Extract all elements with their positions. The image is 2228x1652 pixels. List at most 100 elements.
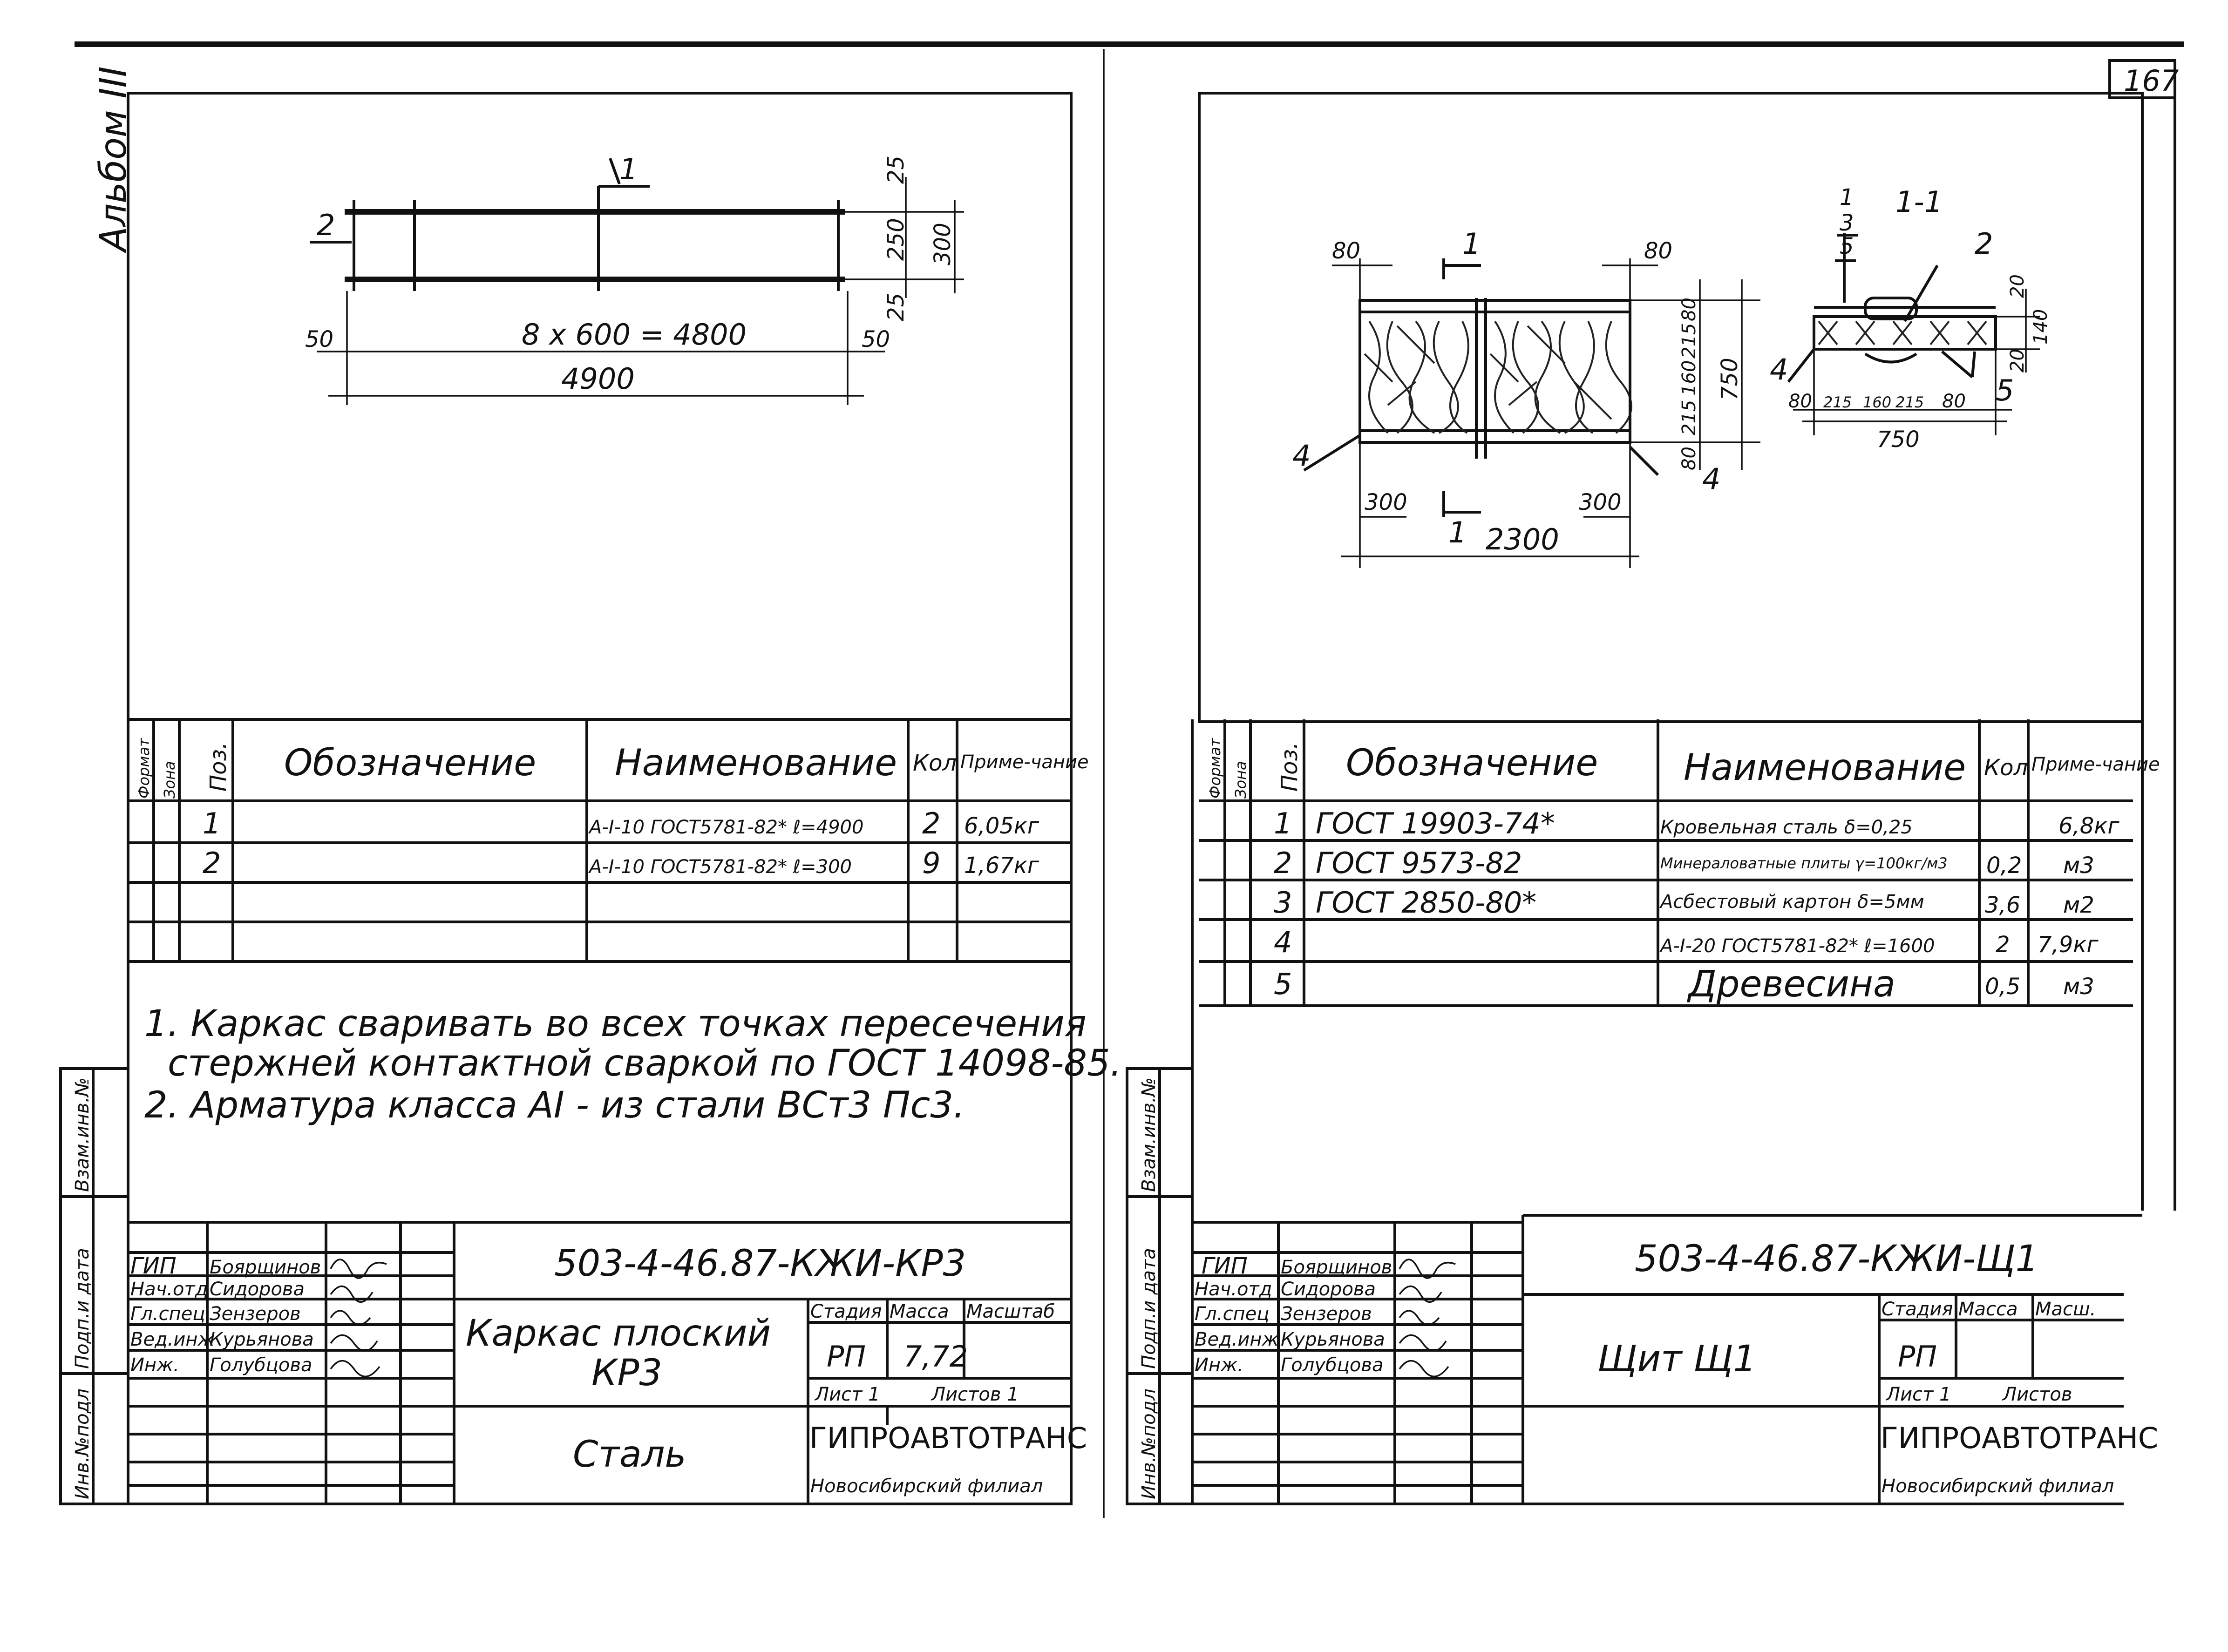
left-dim-span: 8 x 600 = 4800 (522, 318, 747, 352)
right-hdr-format: Формат (1206, 738, 1224, 799)
left-tb-role-3: Вед.инж (130, 1329, 215, 1350)
right-row4-poz: 4 (1274, 925, 1292, 959)
left-spec-table-grid (128, 718, 1071, 963)
left-tb-stadiya-label: Стадия (810, 1301, 882, 1322)
shield-section-mark-bottom: 1 (1448, 515, 1467, 549)
right-row5-kol: 0,5 (1985, 974, 2020, 1000)
right-tb-role-4: Инж. (1195, 1354, 1243, 1376)
left-leader-1: 1 (619, 152, 638, 186)
right-tb-massa-label: Масса (1958, 1299, 2018, 1320)
right-hdr-poz: Поз. (1277, 742, 1303, 792)
right-row5-poz: 5 (1274, 967, 1292, 1001)
right-row1-poz: 1 (1274, 806, 1292, 840)
left-hdr-naimenovanie: Наименование (615, 742, 897, 784)
right-row5-naim: Древесина (1687, 963, 1895, 1005)
shield-dim-80-v-top: 80 (1678, 298, 1700, 321)
right-stamp-inv: Инв.№подл (1138, 1388, 1160, 1499)
right-tb-name-1: Сидорова (1281, 1279, 1376, 1300)
left-cage-drawing (310, 157, 964, 405)
shield-dim-300-left: 300 (1365, 489, 1407, 515)
section-dim-140: 140 (2030, 309, 2051, 345)
right-row2-obozn: ГОСТ 9573-82 (1316, 846, 1522, 880)
shield-section-drawing (1787, 233, 2040, 435)
shield-leader-4-plan: 4 (1292, 439, 1311, 473)
section-leader-3: 3 (1840, 210, 1854, 236)
section-leader-5b: 5 (1996, 373, 2014, 407)
left-tb-role-1: Нач.отд (130, 1279, 208, 1300)
right-hdr-prim: Приме-чание (2031, 754, 2160, 775)
section-title: 1-1 (1895, 185, 1943, 219)
right-row5-prim: м3 (2063, 974, 2094, 1000)
left-tb-listov: Листов 1 (931, 1384, 1019, 1405)
shield-dim-80-left: 80 (1332, 238, 1360, 264)
left-tb-role-0: ГИП (130, 1253, 177, 1279)
section-dim-20-bottom: 20 (2007, 349, 2028, 372)
section-dim-80-l: 80 (1788, 391, 1812, 412)
right-tb-code: 503-4-46.87-КЖИ-Щ1 (1635, 1238, 2038, 1280)
shield-dim-80-right: 80 (1644, 238, 1672, 264)
left-tb-name-2: Зензеров (210, 1303, 301, 1325)
shield-dim-160-v: 160 (1678, 360, 1700, 396)
right-hdr-naimenovanie: Наименование (1684, 747, 1966, 789)
left-dim-50-left: 50 (305, 326, 333, 352)
shield-plan-drawing (1303, 258, 1760, 568)
left-title-block-grid (128, 1221, 1071, 1504)
left-hdr-oboznachenie: Обозначение (284, 742, 536, 784)
left-stamp-inv: Инв.№подл (72, 1388, 93, 1499)
left-note-line2: стержней контактной сваркой по ГОСТ 1409… (168, 1043, 1121, 1084)
right-row3-kol: 3,6 (1985, 892, 2020, 918)
right-tb-name-2: Зензеров (1281, 1303, 1372, 1325)
left-row2-naim: A-I-10 ГОСТ5781-82* ℓ=300 (588, 856, 852, 878)
right-stamp-podp: Подп.и дата (1138, 1248, 1160, 1369)
right-tb-branch: Новосибирский филиал (1882, 1476, 2114, 1497)
left-hdr-format: Формат (135, 738, 153, 799)
right-stamp-vzam: Взам.инв.№ (1138, 1077, 1160, 1192)
right-title-block-grid (1192, 1214, 2142, 1504)
left-row2-kol: 9 (922, 846, 940, 880)
right-hdr-zona: Зона (1232, 761, 1250, 799)
left-dim-300: 300 (930, 223, 956, 265)
shield-section-mark-top: 1 (1462, 227, 1481, 261)
right-tb-stadiya: РП (1898, 1340, 1937, 1374)
left-tb-list: Лист 1 (814, 1384, 880, 1405)
left-hdr-zona: Зона (161, 761, 178, 799)
left-tb-material: Сталь (573, 1434, 686, 1476)
section-dim-215-l: 215 (1823, 393, 1852, 411)
left-hdr-prim: Приме-чание (960, 752, 1089, 773)
left-tb-massa: 7,72 (903, 1340, 968, 1374)
section-dim-215-r: 215 (1895, 393, 1924, 411)
left-row1-naim: A-I-10 ГОСТ5781-82* ℓ=4900 (588, 817, 863, 838)
section-leader-1: 1 (1840, 184, 1854, 210)
left-tb-role-2: Гл.спец (130, 1303, 205, 1325)
right-row2-naim: Минераловатные плиты γ=100кг/м3 (1660, 854, 1948, 872)
right-row2-poz: 2 (1274, 846, 1292, 880)
left-hdr-kol: Кол (913, 750, 957, 776)
left-tb-title-line2: КР3 (591, 1352, 662, 1394)
right-tb-role-1: Нач.отд (1195, 1279, 1272, 1300)
right-row2-kol: 0,2 (1986, 853, 2022, 879)
right-hdr-kol: Кол (1984, 755, 2028, 781)
left-tb-name-1: Сидорова (210, 1279, 305, 1300)
right-drawing-frame (1198, 92, 2144, 723)
right-row4-prim: 7,9кг (2038, 932, 2099, 958)
section-leader-5: 5 (1840, 233, 1854, 259)
left-stamp-vzam: Взам.инв.№ (72, 1077, 93, 1192)
left-leader-2: 2 (317, 208, 335, 242)
shield-dim-215-a: 215 (1678, 323, 1700, 359)
section-leader-4: 4 (1770, 352, 1788, 386)
section-dim-80-r: 80 (1942, 391, 1966, 412)
section-dim-750: 750 (1877, 427, 1920, 453)
left-tb-name-4: Голубцова (210, 1354, 312, 1376)
left-dim-250: 250 (883, 218, 909, 261)
right-spec-table-grid (1199, 719, 2133, 1007)
shield-dim-2300: 2300 (1486, 522, 1559, 556)
left-note-line1: 1. Каркас сваривать во всех точках перес… (144, 1003, 1087, 1045)
left-tb-name-3: Курьянова (210, 1329, 314, 1350)
right-row2-prim: м3 (2063, 853, 2094, 879)
right-row3-prim: м2 (2063, 892, 2094, 918)
right-row1-prim: 6,8кг (2058, 813, 2119, 839)
right-row3-obozn: ГОСТ 2850-80* (1316, 886, 1536, 920)
left-side-stamp-grid (59, 1067, 129, 1505)
